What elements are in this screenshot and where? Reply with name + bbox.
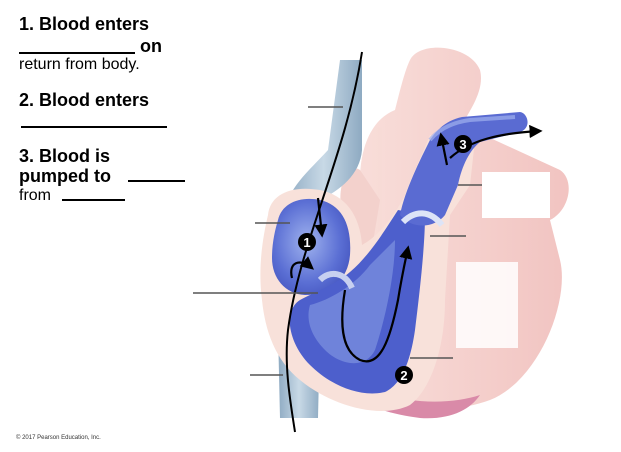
question-1-text: Blood enters bbox=[39, 14, 150, 34]
copyright-notice: © 2017 Pearson Education, Inc. bbox=[16, 435, 101, 441]
question-3-text: Blood is bbox=[39, 146, 111, 166]
question-1-on: on bbox=[140, 36, 162, 56]
question-1: 1. Blood enters bbox=[19, 14, 149, 34]
question-1-line3: return from body. bbox=[19, 56, 140, 73]
step-marker-3: 3 bbox=[454, 135, 472, 153]
step-marker-1-label: 1 bbox=[303, 235, 310, 250]
answer-blank-3a[interactable] bbox=[128, 180, 185, 182]
question-2-number: 2. bbox=[19, 90, 35, 110]
question-3-number: 3. bbox=[19, 146, 35, 166]
question-3: 3. Blood is bbox=[19, 146, 110, 166]
question-2-text: Blood enters bbox=[39, 90, 150, 110]
question-1-number: 1. bbox=[19, 14, 35, 34]
pulmonary-valve bbox=[400, 210, 445, 228]
step-marker-2-label: 2 bbox=[400, 368, 407, 383]
step-marker-2: 2 bbox=[395, 366, 413, 384]
tricuspid-valve bbox=[317, 270, 355, 290]
question-2: 2. Blood enters bbox=[19, 90, 149, 110]
superior-vena-cava bbox=[285, 60, 362, 215]
step-marker-3-label: 3 bbox=[459, 137, 466, 152]
question-3-pumped: pumped to bbox=[19, 166, 111, 186]
leader-lines bbox=[193, 106, 482, 376]
step-marker-1: 1 bbox=[298, 233, 316, 251]
question-3-from: from bbox=[19, 187, 51, 204]
answer-blank-3b[interactable] bbox=[62, 199, 125, 201]
answer-blank-1[interactable] bbox=[19, 52, 135, 54]
arrow-flow bbox=[290, 124, 543, 363]
answer-blank-2[interactable] bbox=[21, 126, 167, 128]
